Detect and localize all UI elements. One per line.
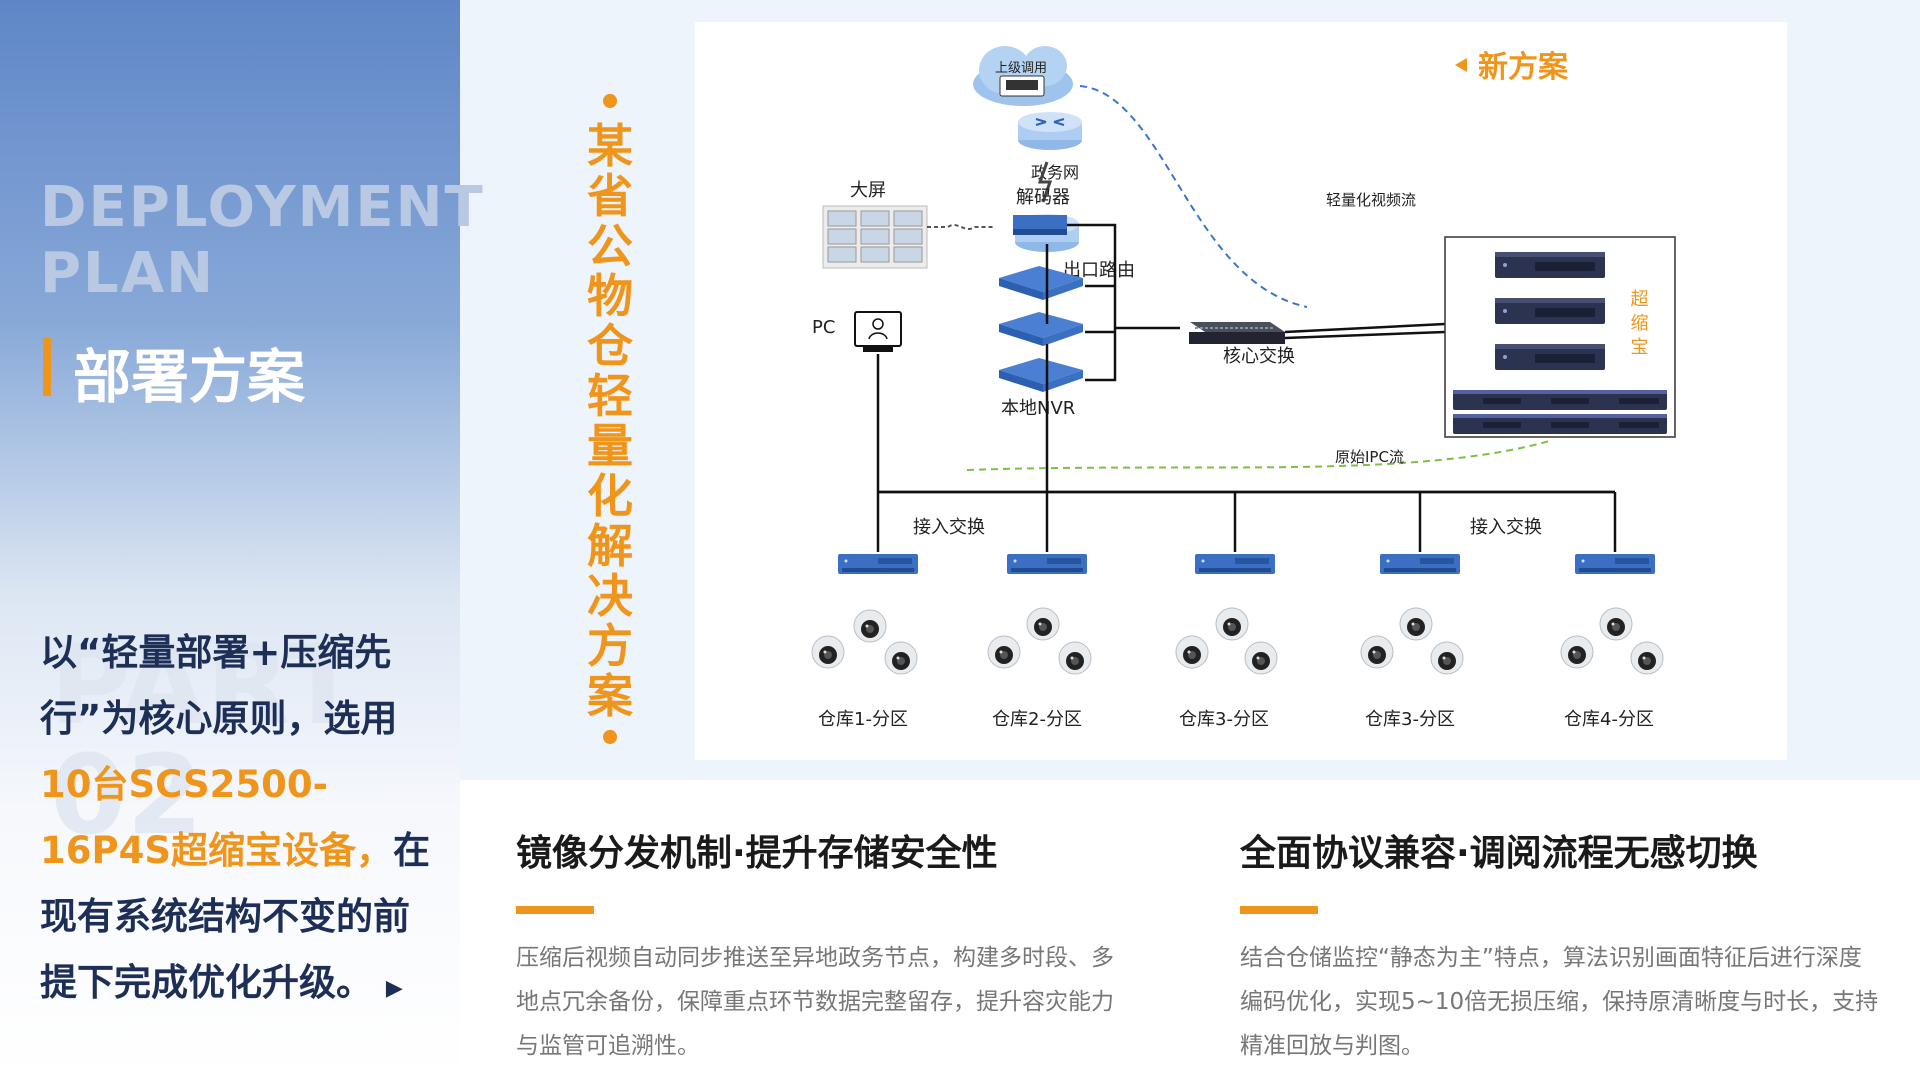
cloud-icon	[973, 46, 1073, 106]
pc-label: PC	[812, 317, 835, 338]
part-watermark: PART 02	[50, 621, 361, 859]
access-switch-icon	[1380, 554, 1460, 574]
super-box-device	[1495, 298, 1605, 324]
super-box-device	[1495, 252, 1605, 278]
nvr-bus-lines	[1067, 223, 1180, 382]
camera-group	[987, 607, 1092, 675]
lightning-icon	[1037, 161, 1053, 203]
zone-label: 仓库2-分区	[992, 709, 1082, 730]
video-wall-icon	[822, 205, 928, 269]
zone-label: 仓库4-分区	[1564, 709, 1654, 730]
left-panel: DEPLOYMENT PLAN 部署方案 PART 02 以“轻量部署+压缩先行…	[0, 0, 485, 1080]
feature-card: 镜像分发机制·提升存储安全性 压缩后视频自动同步推送至异地政务节点，构建多时段、…	[516, 824, 1136, 1068]
network-diagram: 新方案 上级调用 政务网 出口路由 轻量化视频流 大屏 解码器 本地NVR	[695, 22, 1787, 760]
play-arrow-icon: ▶	[385, 976, 403, 1001]
summary-part1: 以“轻量部署+压缩先行”为核心原则，选用	[40, 631, 398, 740]
feature-title: 全面协议兼容·调阅流程无感切换	[1240, 833, 1758, 874]
nvr-icon	[999, 312, 1083, 346]
section-title: 部署方案	[73, 343, 306, 411]
summary-highlight: 10台SCS2500-16P4S超缩宝设备，	[40, 763, 393, 872]
zone-label: 仓库3-分区	[1179, 709, 1269, 730]
dome-camera-icon	[1058, 641, 1092, 675]
super-box-device	[1589, 390, 1667, 410]
dot-icon: •	[597, 716, 623, 762]
summary-text: 以“轻量部署+压缩先行”为核心原则，选用 10台SCS2500-16P4S超缩宝设…	[40, 620, 440, 1022]
dome-camera-icon	[1399, 607, 1433, 641]
zone-label: 仓库3-分区	[1365, 709, 1455, 730]
cloud-label: 上级调用	[995, 61, 1047, 76]
camera-group	[1360, 607, 1464, 675]
super-box-device	[1495, 344, 1605, 370]
new-plan-label: 新方案	[1478, 50, 1569, 85]
light-stream-line	[1079, 85, 1308, 308]
access-bus	[876, 490, 1617, 552]
dome-camera-icon	[1599, 607, 1633, 641]
dome-camera-icon	[1215, 607, 1249, 641]
super-box-device	[1453, 414, 1531, 434]
dome-camera-icon	[987, 635, 1021, 669]
feature-section: 镜像分发机制·提升存储安全性 压缩后视频自动同步推送至异地政务节点，构建多时段、…	[460, 780, 1920, 1080]
dome-camera-icon	[1360, 635, 1394, 669]
core-switch-icon	[1189, 322, 1285, 344]
dome-camera-icon	[1175, 635, 1209, 669]
access-switch-icon	[1007, 554, 1087, 574]
gov-net-label: 政务网	[1031, 163, 1079, 182]
feature-card: 全面协议兼容·调阅流程无感切换 结合仓储监控“静态为主”特点，算法识别画面特征后…	[1240, 824, 1880, 1068]
dome-camera-icon	[1560, 635, 1594, 669]
core-switch-label: 核心交换	[1223, 346, 1295, 367]
pc-monitor-icon	[854, 311, 902, 352]
big-screen-label: 大屏	[850, 180, 886, 201]
camera-group	[811, 609, 918, 675]
zone-label: 仓库1-分区	[818, 709, 908, 730]
dome-camera-icon	[853, 609, 887, 643]
super-box-device	[1453, 390, 1531, 410]
dot-icon: •	[597, 80, 623, 126]
summary-part2: 在现有系统结构不变的前提下完成优化升级。	[40, 829, 430, 1004]
camera-group	[1560, 607, 1664, 675]
dome-camera-icon	[1026, 607, 1060, 641]
access-switch-icon	[838, 554, 918, 574]
local-nvr-label: 本地NVR	[1001, 398, 1075, 419]
feature-body: 结合仓储监控“静态为主”特点，算法识别画面特征后进行深度编码优化，实现5~10倍…	[1240, 945, 1879, 1059]
raw-ipc-line	[966, 439, 1554, 471]
screen-decoder-link	[927, 224, 995, 230]
access-switch-label: 接入交换	[913, 517, 985, 538]
dome-camera-icon	[811, 635, 845, 669]
feature-body: 压缩后视频自动同步推送至异地政务节点，构建多时段、多地点冗余备份，保障重点环节数…	[516, 945, 1114, 1059]
dome-camera-icon	[1244, 641, 1278, 675]
super-box-device	[1521, 390, 1599, 410]
raw-ipc-label: 原始IPC流	[1335, 448, 1404, 466]
english-title: DEPLOYMENT PLAN	[40, 175, 485, 306]
exit-router-label: 出口路由	[1063, 260, 1135, 281]
dome-camera-icon	[1430, 641, 1464, 675]
access-switch-icon	[1195, 554, 1275, 574]
title-accent-bar	[43, 338, 51, 396]
dome-camera-icon	[1630, 641, 1664, 675]
nvr-icon	[999, 358, 1083, 392]
super-box-label: 超缩宝	[1628, 289, 1649, 361]
light-stream-label: 轻量化视频流	[1326, 191, 1416, 209]
super-box-device	[1589, 414, 1667, 434]
access-switch-label: 接入交换	[1470, 517, 1542, 538]
feature-underline	[1240, 906, 1318, 914]
vertical-title-block: • 某省公物仓轻量化解决方案 •	[585, 80, 635, 762]
super-box-device	[1521, 414, 1599, 434]
decoder-label: 解码器	[1016, 187, 1070, 208]
decoder-icon	[1013, 215, 1067, 235]
upper-router-icon	[1017, 111, 1083, 151]
feature-underline	[516, 906, 594, 914]
access-switch-icon	[1575, 554, 1655, 574]
dome-camera-icon	[884, 641, 918, 675]
vertical-title: 某省公物仓轻量化解决方案	[587, 119, 633, 723]
feature-title: 镜像分发机制·提升存储安全性	[516, 833, 998, 874]
triangle-left-icon	[1455, 58, 1467, 72]
camera-group	[1175, 607, 1278, 675]
